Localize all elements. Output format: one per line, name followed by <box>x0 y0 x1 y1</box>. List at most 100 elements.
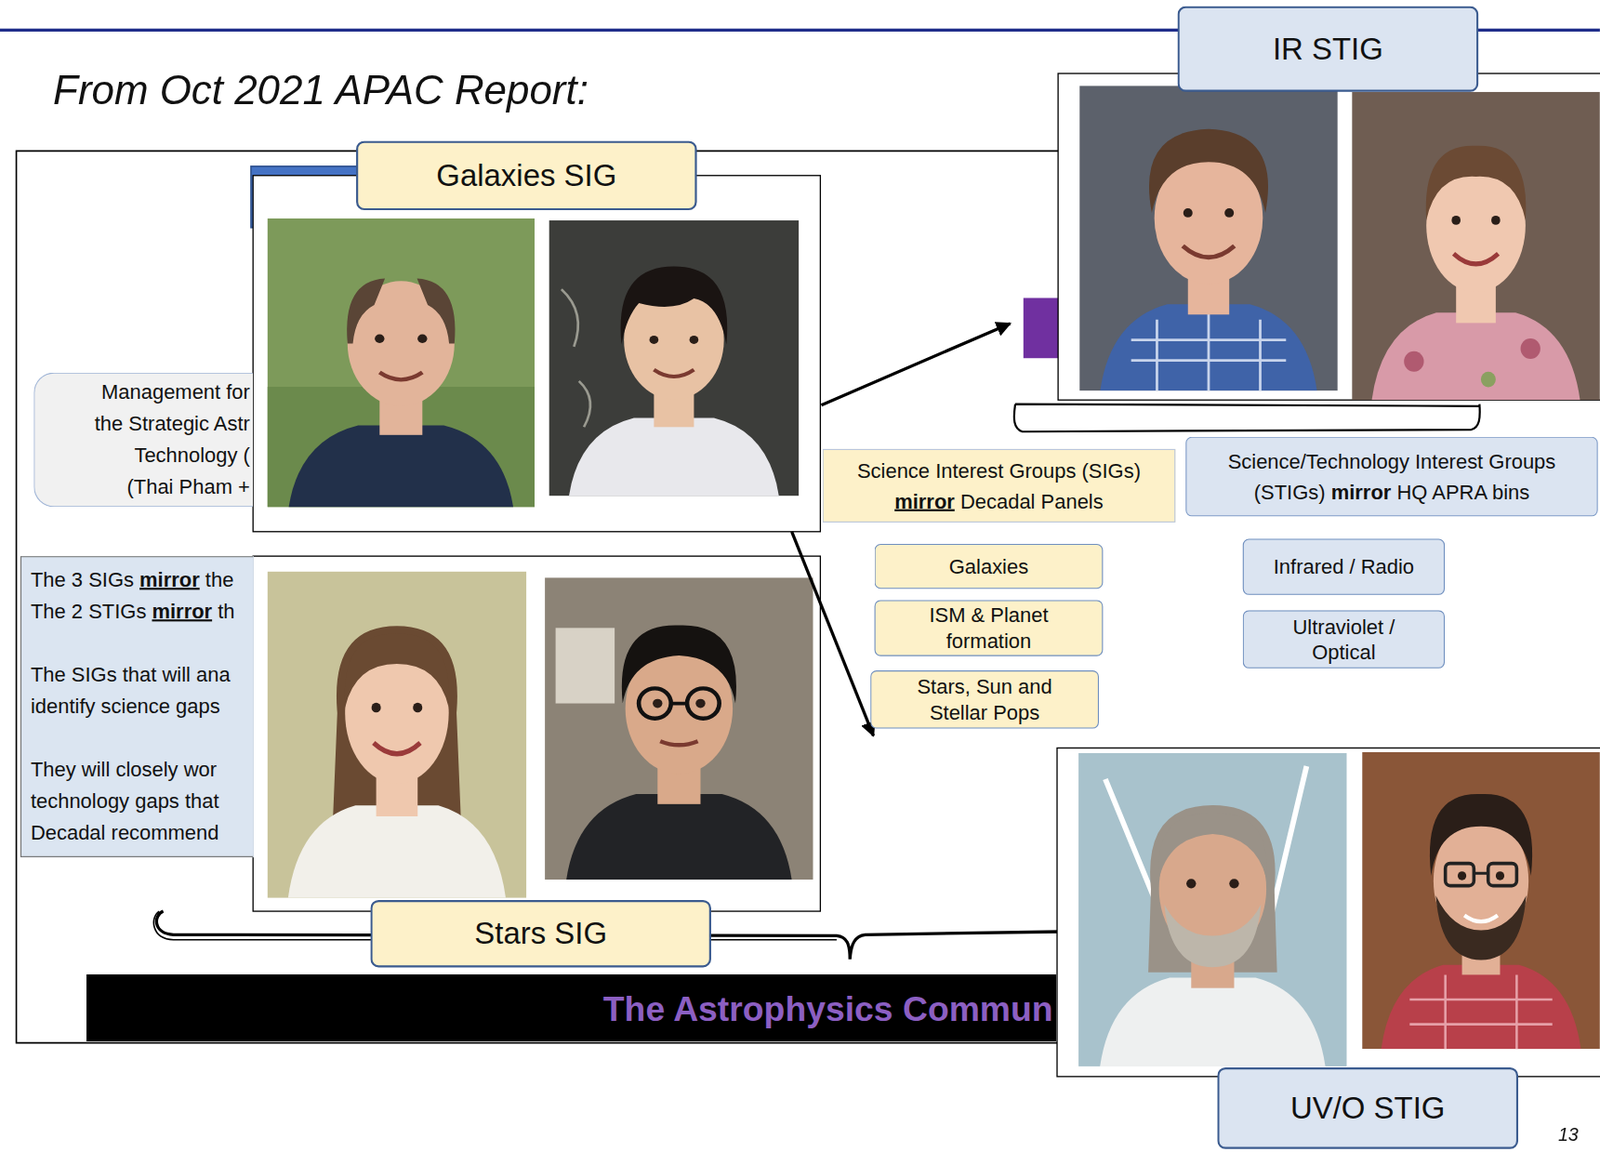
portrait-photo <box>373 742 421 754</box>
portrait-photo <box>1182 245 1235 257</box>
portrait-photo <box>374 334 384 344</box>
portrait-photo <box>1099 977 1325 1066</box>
portrait-photo <box>652 699 662 709</box>
portrait-photo <box>660 740 698 745</box>
portrait-photo <box>1186 878 1196 888</box>
portrait-photo <box>412 702 423 714</box>
header-box: Science Interest Groups (SIGs) mirror De… <box>822 449 1177 523</box>
portrait-photo <box>561 289 591 427</box>
panel-box: Stars, Sun and Stellar Pops <box>870 670 1099 729</box>
portrait-photo <box>638 687 672 718</box>
portrait-photo <box>1148 805 1278 973</box>
portrait-photo <box>1131 309 1287 392</box>
portrait-photo <box>1488 863 1518 886</box>
portrait-photo <box>267 571 528 899</box>
node-text: ISM & Planet formation <box>928 602 1048 654</box>
group-tab: IR STIG <box>1177 6 1480 93</box>
portrait-photo <box>544 577 814 880</box>
portrait-photo <box>371 702 382 714</box>
bin-box: Ultraviolet / Optical <box>1242 609 1445 669</box>
emphasis: mirror <box>151 599 212 622</box>
community-bar: The Astrophysics Commun <box>86 974 1057 1041</box>
portrait-photo <box>1351 92 1600 400</box>
portrait-photo <box>267 218 536 508</box>
portrait-photo <box>267 571 528 899</box>
portrait-photo <box>1403 351 1424 372</box>
node-text: Stars SIG <box>474 914 608 953</box>
portrait-photo <box>1079 85 1338 391</box>
portrait-photo <box>695 699 705 709</box>
group-tab: Stars SIG <box>370 899 712 967</box>
portrait-photo <box>379 372 423 381</box>
node-text: Science/Technology Interest Groups (STIG… <box>1228 446 1557 508</box>
portrait-photo <box>548 220 799 496</box>
group-tab: Galaxies SIG <box>356 140 698 211</box>
header-box: Science/Technology Interest Groups (STIG… <box>1185 436 1598 517</box>
portrait-photo <box>1078 753 1348 1067</box>
portrait-photo <box>288 805 506 899</box>
emphasis: mirror <box>894 489 955 513</box>
portrait-photo <box>1429 793 1533 876</box>
portrait-photo <box>566 793 792 880</box>
note-box: The 3 SIGs mirror the The 2 STIGs mirror… <box>20 555 253 858</box>
bracket <box>1014 404 1481 433</box>
portrait-photo <box>621 625 737 704</box>
portrait-photo <box>331 625 462 838</box>
portrait-photo <box>1480 371 1496 388</box>
bin-box: Infrared / Radio <box>1242 538 1445 595</box>
portrait-photo <box>1158 812 1267 878</box>
portrait-photo <box>687 687 720 718</box>
node-text: The 3 SIGs mirror the The 2 STIGs mirror… <box>30 564 236 628</box>
portrait-photo <box>1451 215 1461 225</box>
arrow <box>820 323 1010 406</box>
portrait-photo <box>1426 145 1527 221</box>
portrait-photo <box>1372 312 1581 400</box>
portrait-photo <box>1079 85 1338 391</box>
portrait-photo <box>289 424 515 507</box>
node-text: UV/O STIG <box>1290 1089 1446 1127</box>
group-tab: UV/O STIG <box>1216 1067 1519 1150</box>
portrait-photo <box>621 265 728 344</box>
portrait-photo <box>1099 304 1317 391</box>
portrait-photo <box>1520 338 1541 359</box>
node-text: Ultraviolet / Optical <box>1292 613 1395 665</box>
portrait-photo <box>1445 863 1475 886</box>
portrait-photo <box>1381 965 1582 1049</box>
arrow <box>792 531 874 737</box>
portrait-photo <box>1361 752 1600 1049</box>
portrait-photo <box>1149 129 1269 213</box>
node-text: Galaxies SIG <box>436 157 617 195</box>
portrait-photo <box>653 370 694 377</box>
portrait-photo <box>1183 208 1193 218</box>
portrait-photo <box>344 634 450 708</box>
node-text: Infrared / Radio <box>1273 554 1415 580</box>
portrait-photo <box>1078 753 1348 1067</box>
portrait-photo <box>1229 878 1239 888</box>
photo-panel <box>1057 73 1600 400</box>
portrait-photo <box>1351 92 1600 400</box>
portrait-photo <box>568 417 780 496</box>
emphasis: mirror <box>894 489 955 513</box>
node-text: The Astrophysics Commun <box>603 987 1054 1029</box>
node-text: Stars, Sun and Stellar Pops <box>916 674 1052 726</box>
node-text: IR STIG <box>1272 30 1384 68</box>
portrait-photo <box>1435 895 1526 960</box>
photo-panel <box>252 175 820 532</box>
portrait-photo <box>1224 208 1234 218</box>
node-text: They will closely wor technology gaps th… <box>30 753 220 849</box>
portrait-photo <box>671 701 688 706</box>
emphasis: mirror <box>139 568 200 591</box>
node-text: Management for the Strategic Astr Techno… <box>94 376 251 503</box>
portrait-photo <box>544 577 814 880</box>
portrait-photo <box>346 278 455 344</box>
portrait-photo <box>1361 752 1600 1049</box>
portrait-photo <box>1464 915 1498 923</box>
node-text: The SIGs that will ana identify science … <box>30 659 231 723</box>
portrait-photo <box>1457 871 1467 881</box>
portrait-photo <box>1409 974 1552 1049</box>
portrait-photo <box>1491 215 1501 225</box>
emphasis: mirror <box>1331 480 1392 503</box>
portrait-photo <box>417 334 427 344</box>
panel-box: Galaxies <box>874 543 1104 589</box>
